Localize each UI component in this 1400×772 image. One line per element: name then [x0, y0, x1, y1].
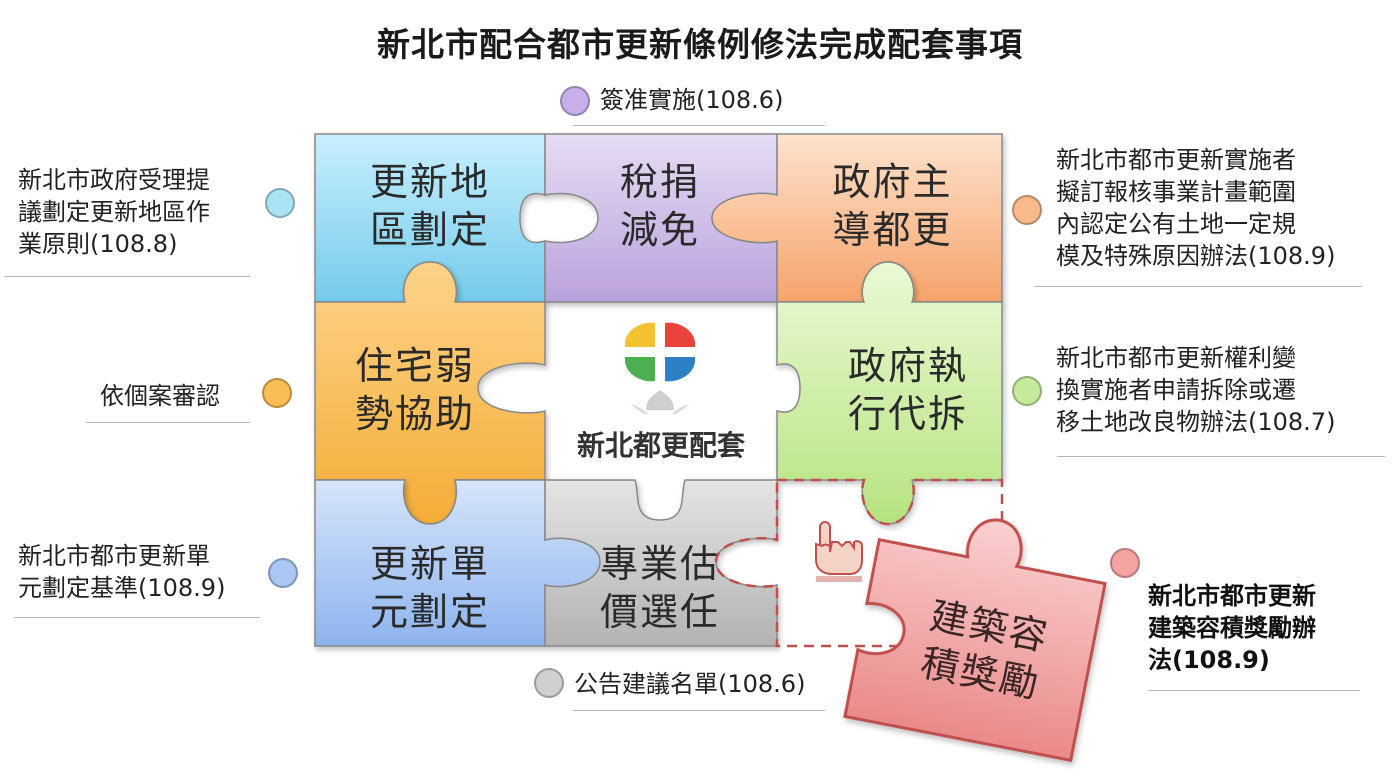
- annotation-bottom: 公告建議名單(108.6): [574, 670, 806, 698]
- piece-label-appraisal: 專業估 價選任: [570, 540, 750, 636]
- annotation-line: 議劃定更新地區作: [18, 198, 210, 226]
- label-line: 導都更: [832, 208, 953, 252]
- annotation-line: 新北市都市更新: [1148, 582, 1316, 610]
- status-dot: [534, 668, 564, 698]
- label-line: 政府主: [832, 160, 953, 204]
- annotation-line: 擬訂報核事業計畫範圍: [1056, 178, 1296, 206]
- label-line: 行代拆: [847, 392, 968, 436]
- label-line: 更新地: [369, 160, 490, 204]
- annotation-line: 依個案審認: [100, 382, 220, 410]
- new-taipei-logo-icon: [623, 320, 697, 414]
- status-dot: [268, 558, 298, 588]
- annotation-line: 移土地改良物辦法(108.7): [1056, 408, 1336, 436]
- annotation-line: 法(108.9): [1148, 646, 1270, 674]
- piece-label-tax: 稅捐 減免: [570, 158, 750, 254]
- annotation-line: 換實施者申請拆除或遷: [1056, 376, 1296, 404]
- piece-label-housing: 住宅弱 勢協助: [325, 342, 505, 438]
- annotation-right-1: 新北市都市更新實施者 擬訂報核事業計畫範圍 內認定公有土地一定規 模及特殊原因辦…: [1056, 144, 1386, 272]
- annotation-line: 內認定公有土地一定規: [1056, 210, 1296, 238]
- divider: [573, 710, 825, 711]
- piece-label-renewal-area: 更新地 區劃定: [340, 158, 520, 254]
- divider: [1148, 690, 1360, 691]
- annotation-left-3: 新北市都市更新單 元劃定基準(108.9): [18, 540, 263, 604]
- label-line: 政府執: [847, 344, 968, 388]
- annotation-line: 新北市政府受理提: [18, 166, 210, 194]
- divider: [14, 617, 260, 618]
- label-line: 勢協助: [354, 392, 475, 436]
- hand-pointer-icon: [815, 521, 863, 582]
- annotation-line: 業原則(108.8): [18, 230, 178, 258]
- page-title: 新北市配合都市更新條例修法完成配套事項: [377, 25, 1023, 64]
- divider: [4, 276, 250, 277]
- divider: [573, 125, 825, 126]
- piece-label-gov-led: 政府主 導都更: [800, 158, 985, 254]
- piece-floor-area-bonus: [843, 518, 1107, 763]
- annotation-top: 簽准實施(108.6): [600, 86, 784, 114]
- status-dot: [262, 378, 292, 408]
- label-line: 更新單: [369, 542, 490, 586]
- status-dot: [560, 86, 590, 116]
- center-logo-text: 新北都更配套: [576, 429, 745, 462]
- annotation-line: 建築容積獎勵辦: [1148, 614, 1316, 642]
- label-line: 減免: [619, 208, 700, 252]
- divider: [1034, 286, 1362, 287]
- label-line: 專業估: [599, 542, 720, 586]
- annotation-line: 新北市都市更新單: [18, 542, 210, 570]
- piece-label-gov-demolish: 政府執 行代拆: [818, 342, 998, 438]
- annotation-line: 元劃定基準(108.9): [18, 574, 226, 602]
- label-line: 住宅弱: [354, 344, 475, 388]
- status-dot: [1012, 376, 1042, 406]
- annotation-line: 新北市都市更新實施者: [1056, 146, 1296, 174]
- divider: [86, 422, 250, 423]
- annotation-right-2: 新北市都市更新權利變 換實施者申請拆除或遷 移土地改良物辦法(108.7): [1056, 342, 1386, 438]
- empty-slot-outline: [714, 478, 1004, 648]
- divider: [1057, 456, 1385, 457]
- piece-appraisal: [544, 479, 778, 647]
- label-line: 區劃定: [369, 208, 490, 252]
- annotation-line: 新北市都市更新權利變: [1056, 344, 1296, 372]
- piece-label-renewal-unit: 更新單 元劃定: [340, 540, 520, 636]
- annotation-line: 模及特殊原因辦法(108.9): [1056, 242, 1336, 270]
- label-line: 價選任: [599, 590, 720, 634]
- status-dot: [1012, 195, 1042, 225]
- label-line: 元劃定: [369, 590, 490, 634]
- status-dot: [265, 188, 295, 218]
- annotation-left-1: 新北市政府受理提 議劃定更新地區作 業原則(108.8): [18, 164, 258, 260]
- status-dot: [1110, 548, 1140, 578]
- label-line: 稅捐: [619, 160, 700, 204]
- annotation-right-3: 新北市都市更新 建築容積獎勵辦 法(108.9): [1148, 580, 1388, 676]
- annotation-left-2: 依個案審認: [100, 380, 220, 412]
